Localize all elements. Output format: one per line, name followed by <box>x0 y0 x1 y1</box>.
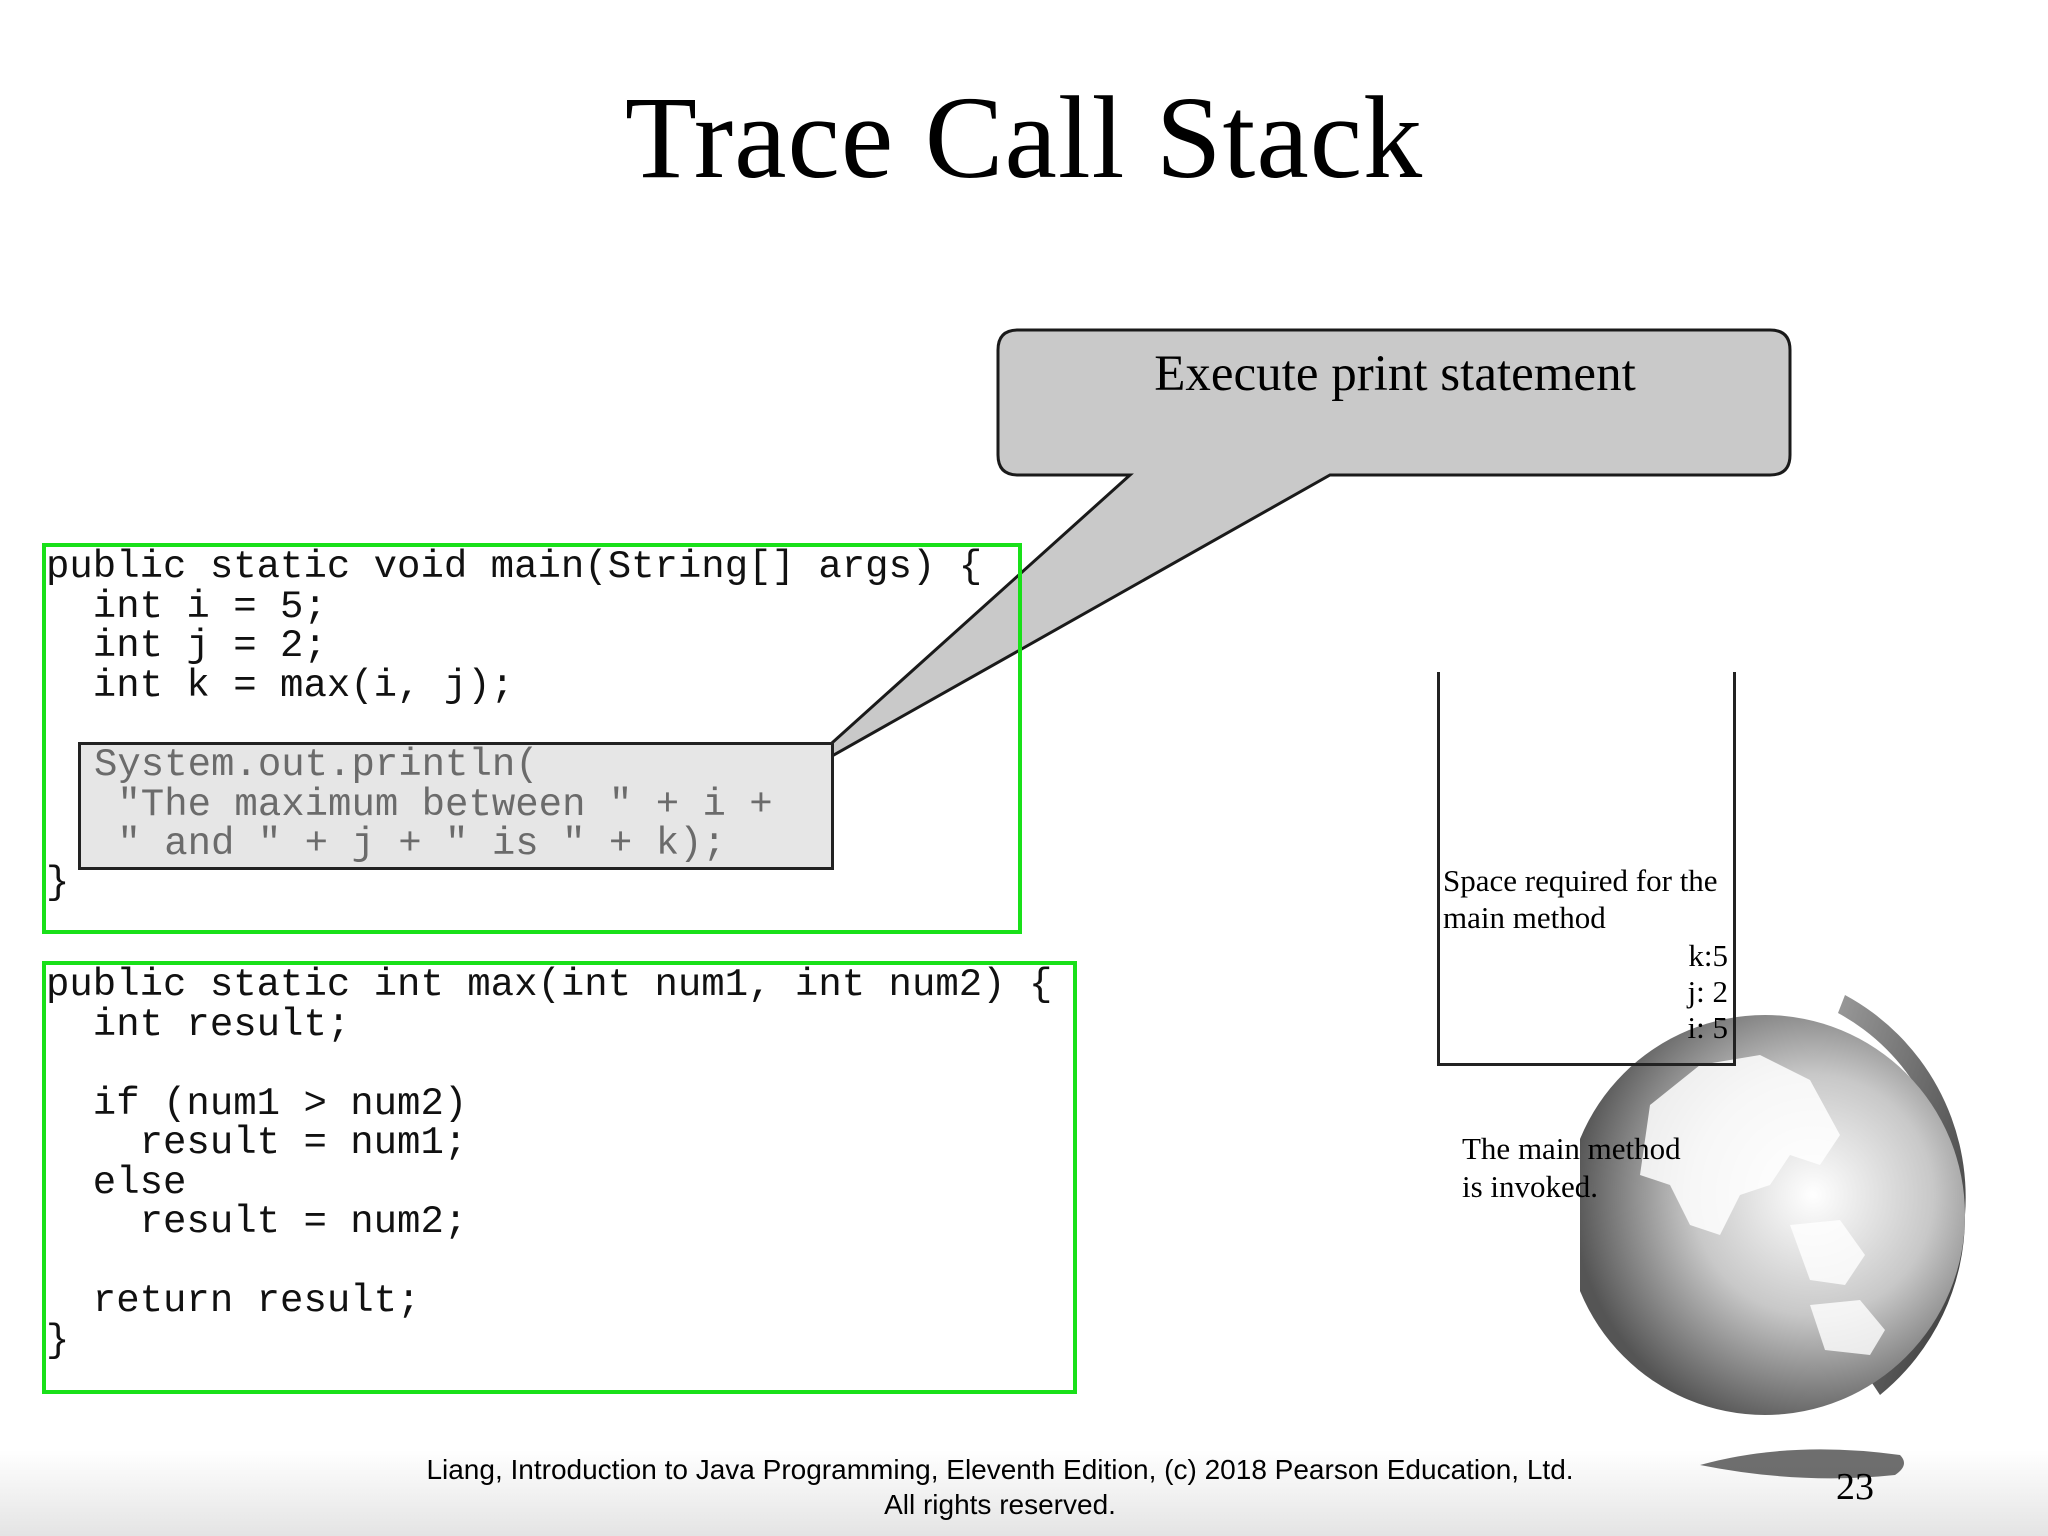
stack-var-j: j: 2 <box>1687 974 1728 1009</box>
callout-text: Execute print statement <box>1154 346 1636 402</box>
print-statement-highlight <box>78 742 834 870</box>
stack-caption: The main method is invoked. <box>1462 1130 1762 1206</box>
max-method-code: public static int max(int num1, int num2… <box>46 963 1053 1363</box>
main-method-box <box>42 543 1022 934</box>
max-method-box <box>42 961 1077 1394</box>
stack-label-line1: Space required for the <box>1443 863 1718 898</box>
stack-caption-line1: The main method <box>1462 1131 1681 1166</box>
globe-logo <box>1580 995 1966 1415</box>
copyright-footer: Liang, Introduction to Java Programming,… <box>300 1452 1700 1522</box>
stack-var-k: k:5 <box>1688 938 1728 973</box>
slide-title: Trace Call Stack <box>624 72 1424 203</box>
page-number: 23 <box>1836 1466 1874 1508</box>
call-stack-frame <box>1437 672 1736 1066</box>
footer-line1: Liang, Introduction to Java Programming,… <box>426 1454 1574 1485</box>
footer-swoosh <box>1700 1449 1904 1479</box>
stack-space-label: Space required for the main method <box>1443 862 1733 936</box>
footer-line2: All rights reserved. <box>884 1489 1116 1520</box>
stack-label-line2: main method <box>1443 900 1606 935</box>
stack-var-i: i: 5 <box>1687 1010 1728 1045</box>
stack-caption-line2: is invoked. <box>1462 1169 1599 1204</box>
main-method-code: public static void main(String[] args) {… <box>46 545 983 905</box>
print-statement-code: System.out.println( "The maximum between… <box>94 743 773 866</box>
